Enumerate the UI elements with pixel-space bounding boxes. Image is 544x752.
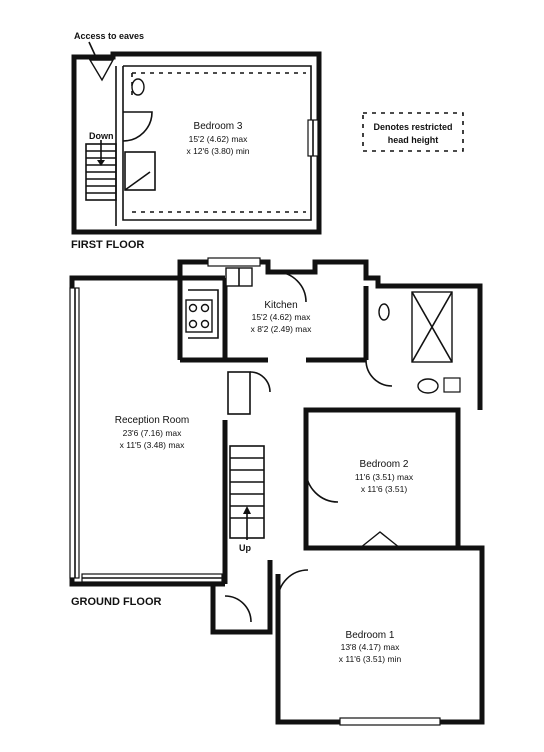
restricted-height-legend-box: [362, 112, 464, 152]
bedroom3-name: Bedroom 3: [194, 121, 243, 132]
bedroom1-wall: [275, 545, 485, 725]
bedroom1-window-icon: [339, 717, 441, 726]
first-floor-outer-wall: [71, 51, 322, 235]
bedroom3-dim1: 15'2 (4.62) max: [189, 134, 249, 144]
first-floor-plan: [71, 41, 322, 235]
reception-dim1: 23'6 (7.16) max: [123, 428, 183, 438]
kitchen-window-icon: [207, 257, 261, 267]
bedroom2-dim1: 11'6 (3.51) max: [355, 472, 414, 482]
kitchen-door-icon: [275, 271, 307, 303]
first-floor-title: FIRST FLOOR: [71, 239, 144, 251]
legend-line-2: head height: [388, 135, 439, 145]
bathroom-door-icon: [365, 359, 393, 387]
kitchen-name: Kitchen: [264, 300, 297, 311]
kitchen-dim1: 15'2 (4.62) max: [252, 312, 312, 322]
reception-dim2: x 11'5 (3.48) max: [120, 440, 186, 450]
bedroom3-dim2: x 12'6 (3.80) min: [186, 146, 249, 156]
stairs-down-icon: [85, 140, 117, 201]
legend-line-1: Denotes restricted: [373, 122, 452, 132]
access-to-eaves-label: Access to eaves: [74, 31, 144, 41]
understair-cupboard: [227, 371, 251, 415]
hob-icon: [185, 299, 213, 333]
cupboard: [124, 151, 156, 191]
porch-wall: [210, 581, 273, 635]
bedroom1-name: Bedroom 1: [346, 630, 395, 641]
up-label: Up: [239, 543, 251, 553]
bedroom1-dim2: x 11'6 (3.51) min: [339, 654, 402, 664]
bedroom2-name: Bedroom 2: [360, 459, 409, 470]
front-door-icon: [224, 595, 252, 623]
ground-floor-title: GROUND FLOOR: [71, 596, 161, 608]
basin-icon: [131, 78, 145, 96]
bathroom-window-icon: [443, 377, 461, 393]
access-arrow-icon: [88, 41, 115, 82]
down-label: Down: [89, 131, 114, 141]
bedroom1-door-icon: [277, 569, 309, 601]
stairs-up-icon: [229, 445, 265, 540]
kitchen-worktop: [188, 289, 219, 339]
toilet-icon: [417, 378, 439, 394]
bedroom2-door-icon: [305, 469, 339, 503]
cupboard-door-icon: [124, 171, 151, 191]
reception-name: Reception Room: [115, 415, 189, 426]
bedroom2-dim2: x 11'6 (3.51): [361, 484, 408, 494]
bedroom3-door-icon: [122, 111, 153, 142]
bedroom1-dim1: 13'8 (4.17) max: [341, 642, 401, 652]
bathroom-basin-icon: [378, 303, 390, 321]
cupboard-door-icon-gf: [249, 371, 271, 393]
ground-floor-plan: [69, 257, 485, 726]
kitchen-dim2: x 8'2 (2.49) max: [251, 324, 312, 334]
